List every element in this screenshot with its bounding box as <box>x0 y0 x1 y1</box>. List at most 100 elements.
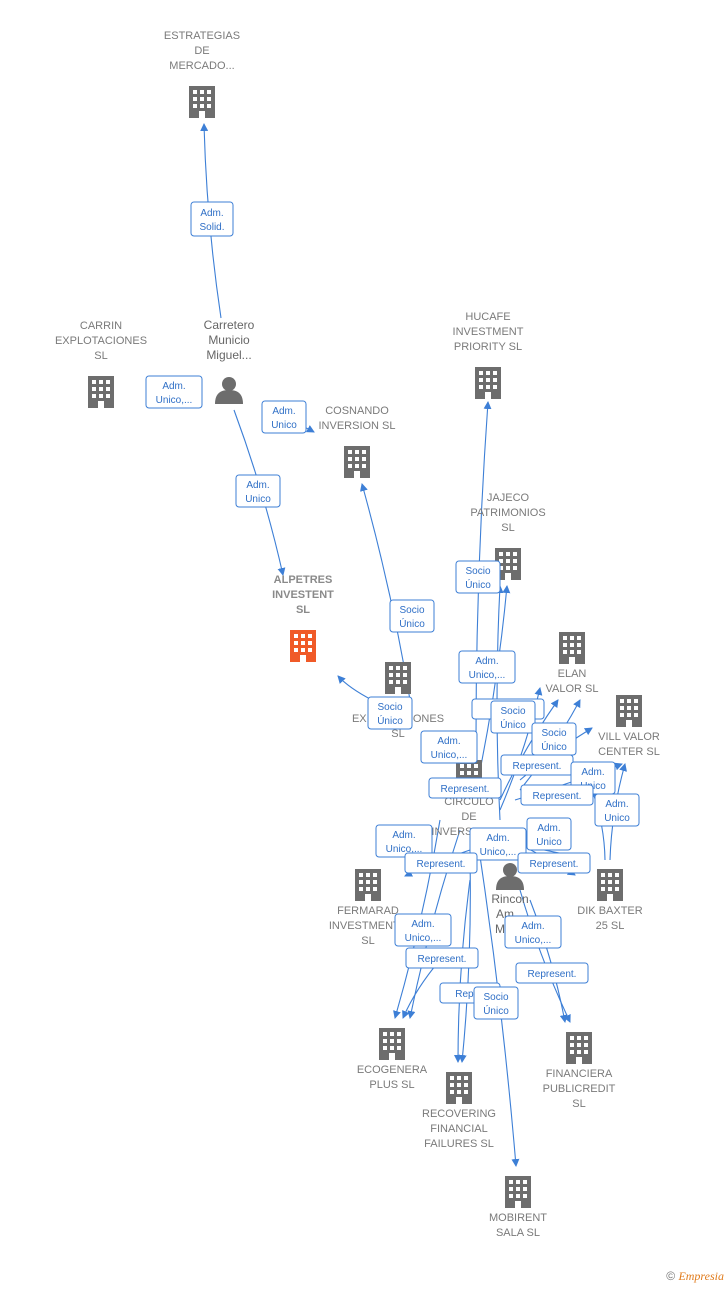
relation-text: Adm. <box>475 656 498 667</box>
relation-label-r2[interactable]: Adm.Unico,... <box>145 375 203 409</box>
relation-label-r19[interactable]: Adm.Unico <box>526 817 572 851</box>
relation-text: Unico,... <box>480 847 517 858</box>
node-label-line: CIRCULO <box>444 796 494 808</box>
node-label-line: RECOVERING <box>422 1108 496 1120</box>
relation-box <box>428 777 502 799</box>
relation-label-r14[interactable]: Represent. <box>500 754 574 776</box>
relation-label-r24[interactable]: Adm.Unico,... <box>504 915 562 949</box>
building-icon <box>355 869 381 901</box>
relation-label-r1[interactable]: Adm. Solid. <box>190 201 234 237</box>
person-node-carretero[interactable]: CarreteroMunicioMiguel... <box>204 318 255 404</box>
relation-box <box>367 696 413 730</box>
node-label-line: SL <box>391 728 404 740</box>
relation-text: Adm. <box>392 830 415 841</box>
relation-label-r26[interactable]: Represent. <box>515 962 589 984</box>
relation-text: Solid. <box>199 222 224 233</box>
building-icon <box>344 446 370 478</box>
relation-text: Adm. <box>537 823 560 834</box>
node-label-line: PATRIMONIOS <box>470 507 545 519</box>
relation-label-r7[interactable]: Adm.Unico,... <box>458 650 516 684</box>
relation-box <box>458 650 516 684</box>
building-icon <box>446 1072 472 1104</box>
node-label-line: FINANCIAL <box>430 1123 487 1135</box>
relation-text: Represent. <box>417 859 466 870</box>
relation-label-r17[interactable]: Adm.Unico <box>594 793 640 827</box>
relation-text: Adm. <box>411 919 434 930</box>
relation-text: Adm. <box>272 406 295 417</box>
relation-box <box>420 730 478 764</box>
relation-label-r4[interactable]: Adm.Unico <box>235 474 281 508</box>
node-label-line: Carretero <box>204 318 255 332</box>
relation-text: Adm. <box>437 736 460 747</box>
relation-text: Socio <box>500 706 525 717</box>
relation-box <box>405 947 479 969</box>
relation-box <box>490 700 536 734</box>
node-label-line: MERCADO... <box>169 60 234 72</box>
relation-box <box>404 852 478 874</box>
relation-text: Único <box>399 617 425 630</box>
relation-box <box>526 817 572 851</box>
relation-label-r22[interactable]: Represent. <box>517 852 591 874</box>
relation-label-r16[interactable]: Represent. <box>520 784 594 806</box>
relation-label-r3[interactable]: Adm.Unico <box>261 400 307 434</box>
relation-label-r13[interactable]: Represent. <box>428 777 502 799</box>
node-label-line: MOBIRENT <box>489 1212 547 1224</box>
node-label-line: Miguel... <box>206 348 251 362</box>
relation-text: Único <box>465 578 491 591</box>
relation-box <box>190 201 234 237</box>
relation-label-r18[interactable]: Adm.Unico,... <box>375 824 433 858</box>
node-label-line: FERMARAD <box>337 905 399 917</box>
node-label-line: SALA SL <box>496 1227 540 1239</box>
relation-box <box>455 560 501 594</box>
relation-text: Socio <box>541 728 566 739</box>
node-label-line: ELAN <box>558 668 587 680</box>
relation-label-r25[interactable]: Represent. <box>405 947 479 969</box>
relation-box <box>235 474 281 508</box>
company-node-estrategias[interactable]: ESTRATEGIASDEMERCADO... <box>164 30 240 118</box>
relation-text: Adm. <box>200 208 223 219</box>
person-icon <box>215 377 243 404</box>
relation-text: Unico <box>604 813 630 824</box>
node-label-line: INVESTMENT <box>453 326 524 338</box>
node-label-line: Rincon <box>491 892 528 906</box>
relation-text: Socio <box>399 605 424 616</box>
relation-label-r20[interactable]: Adm.Unico,... <box>469 827 527 861</box>
relation-label-r23[interactable]: Adm.Unico,... <box>394 913 452 947</box>
node-label-line: DE <box>461 811 476 823</box>
node-label-line: HUCAFE <box>465 311 510 323</box>
node-label-line: CARRIN <box>80 320 122 332</box>
relation-label-r11[interactable]: Adm.Unico,... <box>420 730 478 764</box>
relation-text: Único <box>500 718 526 731</box>
relation-box <box>504 915 562 949</box>
building-icon <box>379 1028 405 1060</box>
relation-label-r21[interactable]: Represent. <box>404 852 478 874</box>
company-node-hucafe[interactable]: HUCAFE INVESTMENT PRIORITY SL <box>453 311 524 399</box>
relation-box <box>473 986 519 1020</box>
node-label-line: SL <box>572 1098 585 1110</box>
relation-text: Repr... <box>455 989 484 1000</box>
copyright-symbol: © <box>666 1269 676 1283</box>
node-label-line: SL <box>361 935 374 947</box>
node-label-line: PRIORITY SL <box>454 341 522 353</box>
footer-brand[interactable]: © Empresia <box>666 1269 724 1284</box>
company-node-mobirent[interactable]: MOBIRENT SALA SL <box>489 1176 547 1239</box>
